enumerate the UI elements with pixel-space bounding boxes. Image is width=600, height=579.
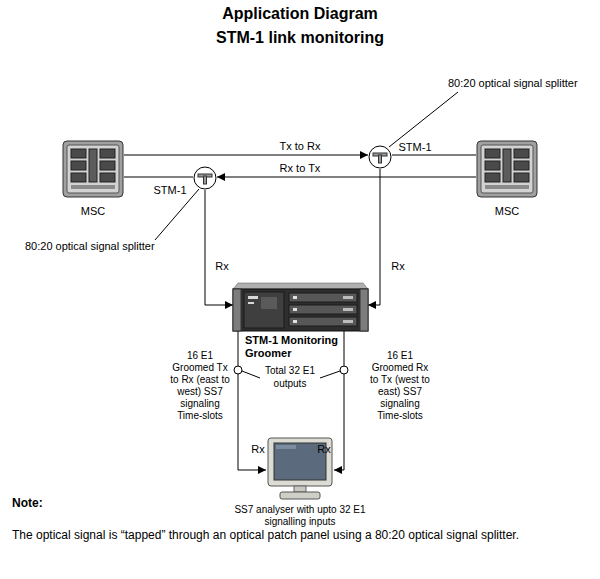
card-slot — [289, 317, 357, 326]
rack-ear — [233, 289, 241, 331]
annotation-text: 16 E1 Groomed Rx to Tx (west to east) SS… — [369, 350, 431, 422]
groomer-symbol — [233, 283, 368, 331]
chassis-top — [233, 283, 368, 289]
screen-glare — [276, 445, 296, 449]
splitter-stem — [204, 176, 207, 184]
note-heading: Note: — [12, 496, 43, 510]
monitor-case — [268, 438, 332, 486]
annotation-text: Total 32 E1 outputs — [255, 364, 325, 390]
splitter-node: 80:20 optical signal splitter — [368, 145, 392, 169]
cabinet-slot — [485, 149, 500, 158]
splitter-symbol — [368, 145, 392, 169]
output-ring — [234, 366, 242, 374]
cabinet-body — [63, 141, 123, 197]
card-slot — [289, 305, 357, 314]
card-handle — [343, 308, 353, 311]
control-panel — [244, 292, 284, 328]
signal-connector — [334, 331, 344, 470]
splitter-symbol — [193, 166, 217, 190]
splitter-circle — [194, 167, 216, 189]
card-handle — [343, 296, 353, 299]
signal-connector — [217, 177, 476, 178]
splitter-node: 80:20 optical signal splitter — [193, 166, 217, 190]
cabinet-slot — [71, 161, 86, 170]
cabinet-slot — [514, 161, 529, 170]
cabinet-slot — [485, 173, 500, 182]
signal-connector — [124, 177, 193, 178]
card-led — [293, 296, 297, 299]
leader-line — [320, 371, 340, 378]
cabinet-column — [503, 149, 511, 182]
signal-connector — [392, 155, 476, 156]
leader-line — [389, 92, 458, 147]
cabinet-slot — [100, 149, 115, 158]
signal-connector — [368, 169, 380, 305]
cabinet-slot — [100, 173, 115, 182]
panel-led — [248, 296, 258, 299]
signal-connector — [205, 190, 233, 305]
connector-label: Tx to Rx — [280, 141, 321, 152]
node-label: MSC — [62, 205, 124, 218]
msc-symbol — [62, 140, 124, 198]
connector-label: Rx — [251, 444, 264, 455]
leader-line — [242, 371, 260, 378]
connector-label: STM-1 — [399, 142, 432, 153]
card-led — [293, 320, 297, 323]
cabinet-plinth — [71, 185, 115, 189]
output-ring — [340, 366, 348, 374]
connector-label: Rx to Tx — [280, 163, 321, 174]
node-label: STM-1 Monitoring Groomer — [245, 334, 357, 360]
node-label: MSC — [476, 205, 538, 218]
diagram-title: Application Diagram STM-1 link monitorin… — [205, 2, 395, 50]
cabinet-slot — [514, 149, 529, 158]
cabinet-body — [477, 141, 537, 197]
signal-connector — [124, 155, 368, 156]
connector-label: Rx — [391, 261, 404, 272]
node-label: 80:20 optical signal splitter — [25, 240, 155, 253]
panel-display — [261, 297, 277, 309]
chassis-body — [233, 289, 368, 331]
card-slot — [289, 293, 357, 302]
cabinet-slot — [71, 149, 86, 158]
cabinet-slot — [514, 173, 529, 182]
msc-symbol — [476, 140, 538, 198]
cabinet-slot — [100, 161, 115, 170]
splitter-stem — [379, 155, 382, 163]
rack-ear — [360, 289, 368, 331]
annotation-text: 16 E1 Groomed Tx to Rx (east to west) SS… — [169, 350, 231, 422]
cabinet-front — [67, 145, 119, 193]
cabinet-slot — [71, 173, 86, 182]
connector-label: Rx — [317, 444, 330, 455]
note-text: The optical signal is “tapped” through a… — [12, 528, 519, 542]
cabinet-column — [89, 149, 97, 182]
panel-led — [248, 302, 254, 304]
connector-label: STM-1 — [154, 185, 187, 196]
monitor-base — [280, 492, 320, 499]
cabinet-plinth — [485, 185, 529, 189]
groomer-node: STM-1 Monitoring Groomer — [233, 283, 368, 331]
splitter-circle — [369, 146, 391, 168]
msc-node: MSC — [62, 140, 124, 198]
cabinet-front — [481, 145, 533, 193]
node-label: 80:20 optical signal splitter — [448, 77, 578, 90]
node-label: SS7 analyser with upto 32 E1 signalling … — [225, 504, 375, 528]
leader-line — [155, 189, 199, 240]
card-handle — [343, 320, 353, 323]
connector-label: Rx — [215, 261, 228, 272]
cabinet-slot — [485, 161, 500, 170]
card-led — [293, 308, 297, 311]
msc-node: MSC — [476, 140, 538, 198]
monitor-neck — [294, 486, 306, 492]
